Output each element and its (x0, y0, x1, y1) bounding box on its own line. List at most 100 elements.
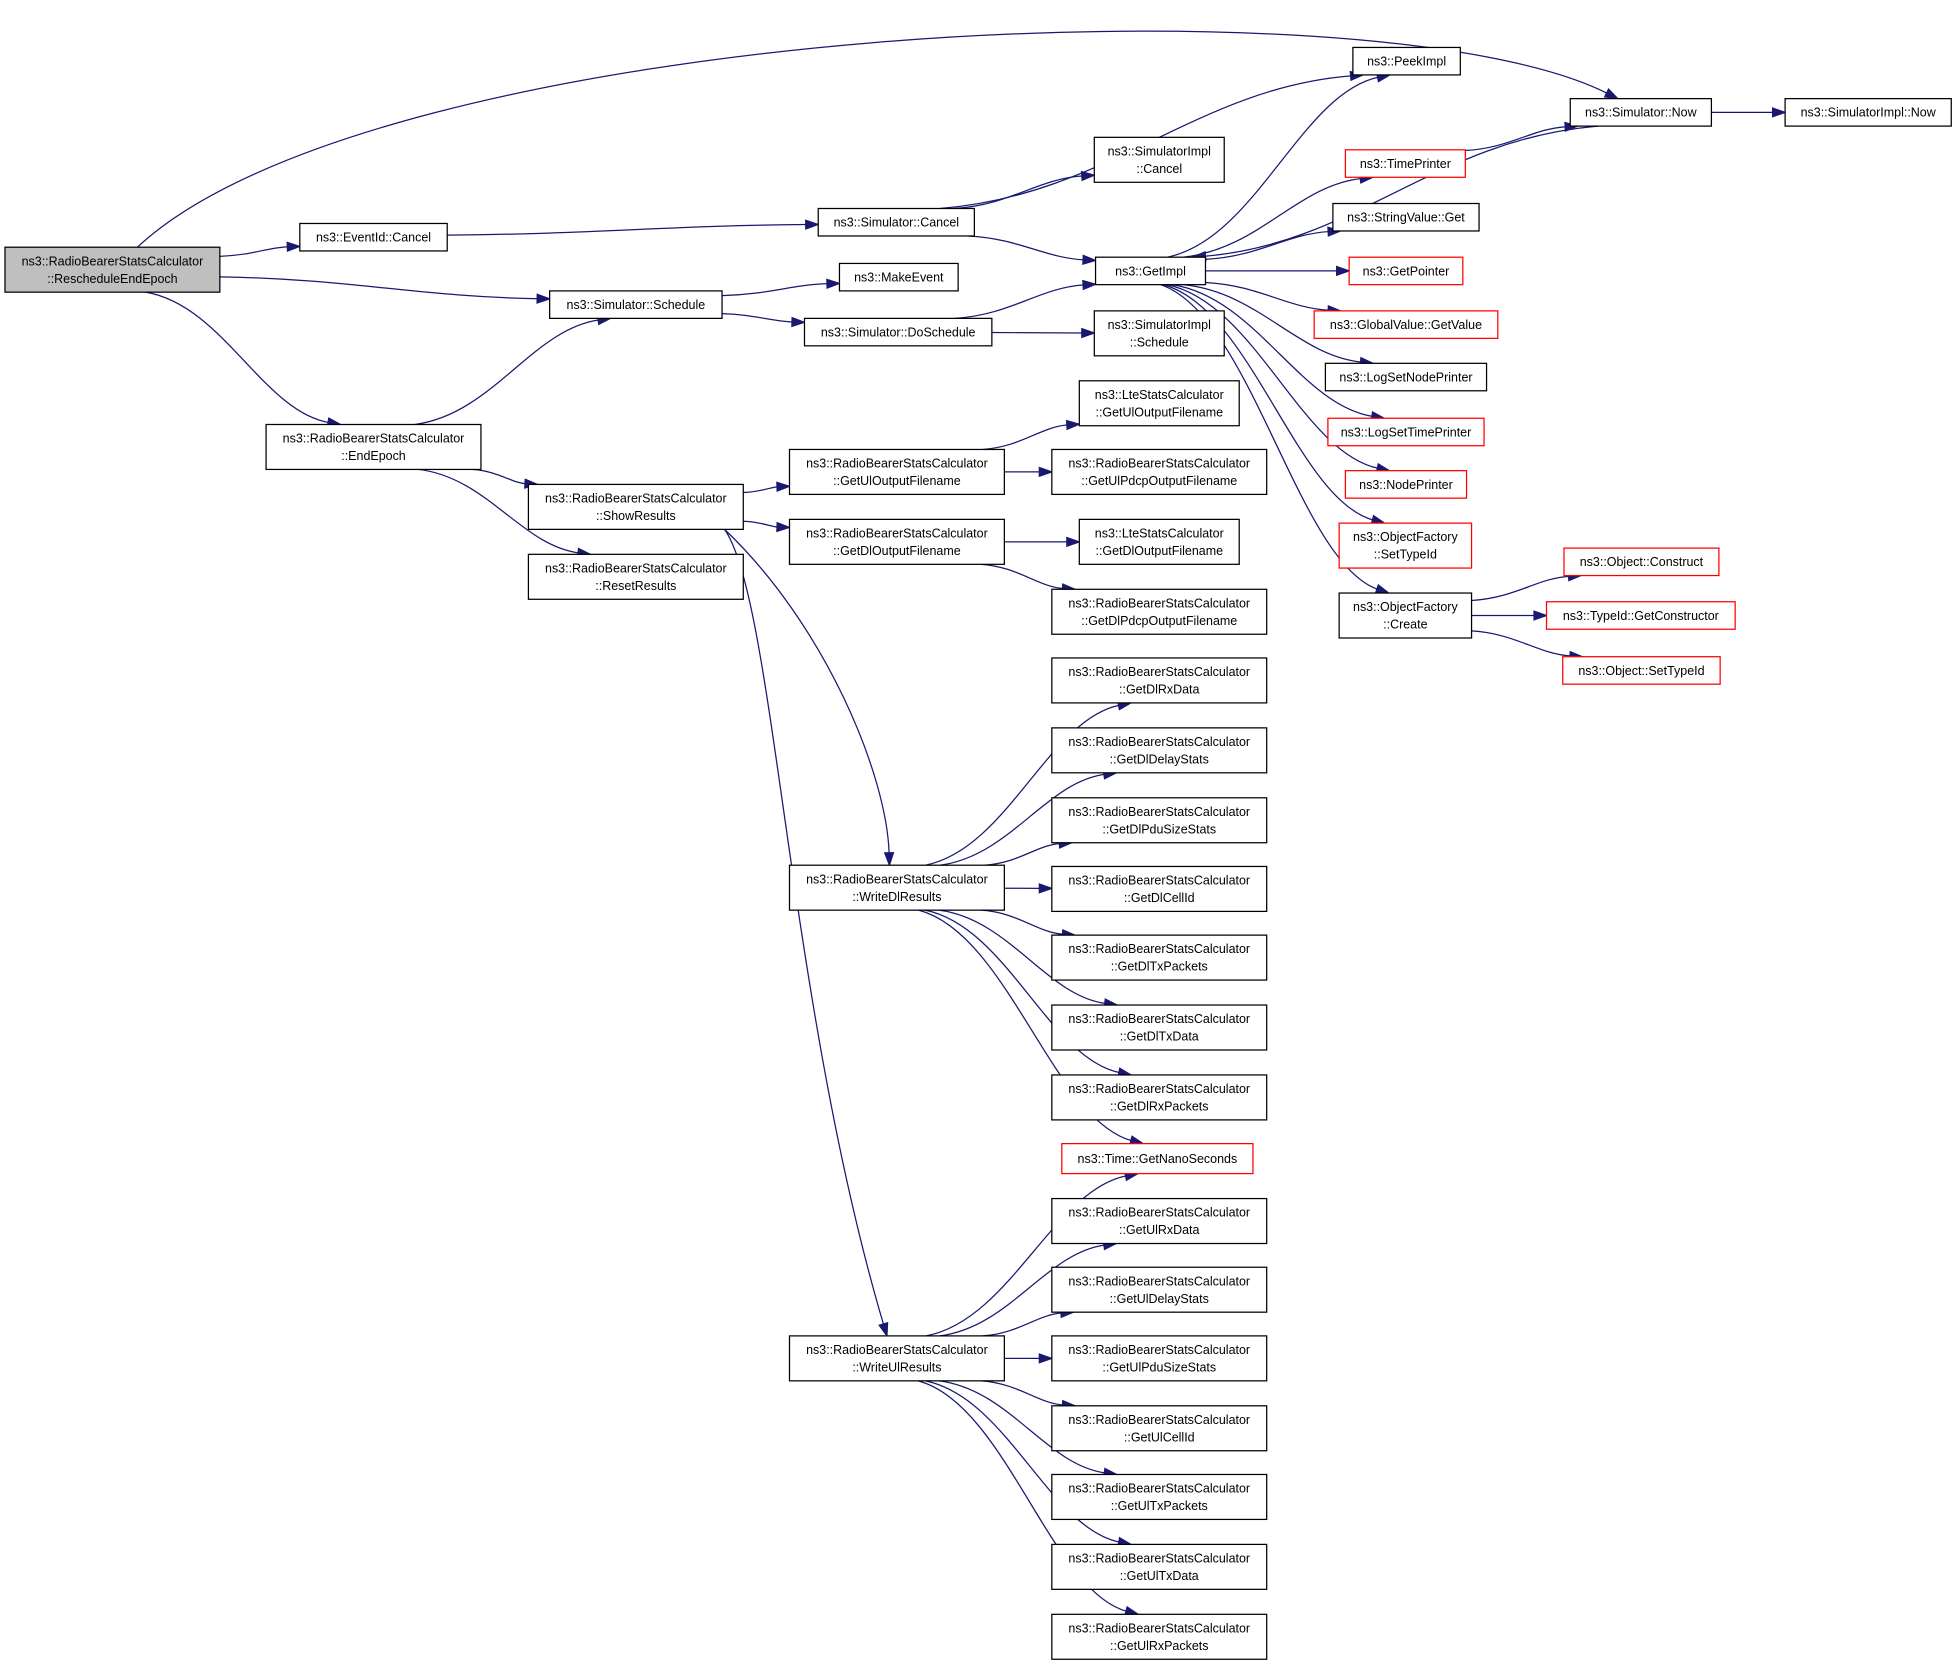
node-logsetnodeprinter[interactable]: ns3::LogSetNodePrinter (1324, 362, 1488, 392)
node-label: ns3::GetImpl (1115, 264, 1186, 278)
node-makeevent[interactable]: ns3::MakeEvent (838, 262, 959, 292)
node-dl-txpackets[interactable]: ns3::RadioBearerStatsCalculator::GetDlTx… (1051, 934, 1268, 981)
node-label: ::GetUlPduSizeStats (1102, 1360, 1216, 1374)
node-box (788, 1335, 1005, 1382)
arrowhead-icon (536, 293, 552, 304)
node-box (788, 448, 1005, 496)
edge-line (447, 223, 807, 236)
node-dl-rxdata[interactable]: ns3::RadioBearerStatsCalculator::GetDlRx… (1051, 657, 1268, 704)
node-simimpl-schedule[interactable]: ns3::SimulatorImpl::Schedule (1093, 310, 1225, 357)
node-getpointer[interactable]: ns3::GetPointer (1348, 256, 1464, 286)
node-ul-txpackets[interactable]: ns3::RadioBearerStatsCalculator::GetUlTx… (1051, 1473, 1268, 1521)
node-label: ns3::LteStatsCalculator (1095, 388, 1224, 402)
node-of-settypeid[interactable]: ns3::ObjectFactory::SetTypeId (1338, 522, 1473, 569)
node-label: ns3::RadioBearerStatsCalculator (283, 432, 465, 446)
node-label: ::GetUlTxPackets (1111, 1499, 1208, 1513)
node-resetresults[interactable]: ns3::RadioBearerStatsCalculator::ResetRe… (527, 553, 744, 600)
node-dl-txdata[interactable]: ns3::RadioBearerStatsCalculator::GetDlTx… (1051, 1004, 1268, 1051)
node-ul-rxpackets[interactable]: ns3::RadioBearerStatsCalculator::GetUlRx… (1051, 1613, 1268, 1660)
node-writedl[interactable]: ns3::RadioBearerStatsCalculator::WriteDl… (788, 864, 1005, 911)
node-nodeprinter[interactable]: ns3::NodePrinter (1344, 470, 1468, 499)
arrowhead-icon (791, 316, 807, 328)
node-box (1078, 380, 1240, 427)
node-peekimpl[interactable]: ns3::PeekImpl (1352, 46, 1461, 76)
node-sim-cancel[interactable]: ns3::Simulator::Cancel (817, 207, 976, 237)
node-dl-rxpackets[interactable]: ns3::RadioBearerStatsCalculator::GetDlRx… (1051, 1074, 1268, 1121)
edge-line (145, 291, 330, 424)
node-timeprinter[interactable]: ns3::TimePrinter (1344, 149, 1466, 178)
node-stringvalue-get[interactable]: ns3::StringValue::Get (1332, 202, 1480, 232)
node-box (1051, 934, 1268, 981)
node-box (817, 207, 976, 237)
node-label: ns3::RadioBearerStatsCalculator (545, 492, 727, 506)
node-rb-getul-out[interactable]: ns3::RadioBearerStatsCalculator::GetUlOu… (788, 448, 1005, 496)
node-box (1093, 136, 1225, 183)
node-box (1313, 310, 1499, 339)
node-lte-getul-out[interactable]: ns3::LteStatsCalculator::GetUlOutputFile… (1078, 380, 1240, 427)
node-doschedule[interactable]: ns3::Simulator::DoSchedule (803, 317, 993, 347)
node-label: ns3::ObjectFactory (1353, 530, 1458, 544)
node-typeid-getconstructor[interactable]: ns3::TypeId::GetConstructor (1545, 601, 1736, 630)
node-ul-txdata[interactable]: ns3::RadioBearerStatsCalculator::GetUlTx… (1051, 1543, 1268, 1590)
edge-writedl-to-dl-txpackets (981, 909, 1077, 940)
node-rb-getdl-pdcp[interactable]: ns3::RadioBearerStatsCalculator::GetDlPd… (1051, 588, 1268, 635)
node-box (527, 483, 744, 530)
node-of-create[interactable]: ns3::ObjectFactory::Create (1338, 592, 1473, 639)
node-label: ns3::RadioBearerStatsCalculator (1068, 942, 1250, 956)
node-label: ns3::TypeId::GetConstructor (1563, 609, 1719, 623)
node-simimpl-cancel[interactable]: ns3::SimulatorImpl::Cancel (1093, 136, 1225, 183)
edge-line (926, 1175, 1127, 1337)
node-box (1051, 727, 1268, 774)
node-box (1051, 1335, 1268, 1382)
edge-getimpl-to-getpointer (1205, 265, 1352, 277)
node-lte-getdl-out[interactable]: ns3::LteStatsCalculator::GetDlOutputFile… (1078, 518, 1240, 565)
node-writeul[interactable]: ns3::RadioBearerStatsCalculator::WriteUl… (788, 1335, 1005, 1382)
node-root[interactable]: ns3::RadioBearerStatsCalculator::Resched… (4, 246, 221, 293)
node-ul-pdusize[interactable]: ns3::RadioBearerStatsCalculator::GetUlPd… (1051, 1335, 1268, 1382)
edge-rb-getul-out-to-lte-getul-out (982, 419, 1082, 451)
edge-doschedule-to-simimpl-schedule (991, 327, 1097, 339)
node-endepoch[interactable]: ns3::RadioBearerStatsCalculator::EndEpoc… (265, 423, 482, 471)
node-label: ::GetDlOutputFilename (833, 544, 961, 558)
node-label: ns3::RadioBearerStatsCalculator (1068, 1482, 1250, 1496)
node-obj-construct[interactable]: ns3::Object::Construct (1563, 547, 1720, 577)
node-box (1051, 1405, 1268, 1452)
edge-line (1205, 230, 1330, 260)
node-dl-pdusize[interactable]: ns3::RadioBearerStatsCalculator::GetDlPd… (1051, 797, 1268, 844)
edge-sim-cancel-to-simimpl-cancel (954, 170, 1097, 210)
node-rb-getdl-out[interactable]: ns3::RadioBearerStatsCalculator::GetDlOu… (788, 518, 1005, 565)
edge-sim-cancel-to-getimpl (967, 235, 1098, 266)
edge-line (1471, 575, 1570, 602)
edge-of-create-to-obj-construct (1471, 571, 1583, 602)
node-sim-now[interactable]: ns3::Simulator::Now (1569, 98, 1713, 127)
arrowhead-icon (826, 278, 842, 289)
node-ul-delay[interactable]: ns3::RadioBearerStatsCalculator::GetUlDe… (1051, 1266, 1268, 1313)
arrowhead-icon (1065, 419, 1082, 431)
node-sim-schedule[interactable]: ns3::Simulator::Schedule (549, 290, 723, 319)
node-showresults[interactable]: ns3::RadioBearerStatsCalculator::ShowRes… (527, 483, 744, 530)
node-ul-rxdata[interactable]: ns3::RadioBearerStatsCalculator::GetUlRx… (1051, 1197, 1268, 1245)
node-label: ns3::Simulator::Now (1585, 106, 1698, 120)
node-dl-cellid[interactable]: ns3::RadioBearerStatsCalculator::GetDlCe… (1051, 865, 1268, 913)
node-label: ::GetDlCellId (1124, 891, 1195, 905)
edge-line (471, 468, 527, 485)
nodes-layer: ns3::RadioBearerStatsCalculator::Resched… (4, 46, 1952, 1660)
node-rb-getul-pdcp[interactable]: ns3::RadioBearerStatsCalculator::GetUlPd… (1051, 448, 1268, 496)
node-simimpl-now[interactable]: ns3::SimulatorImpl::Now (1784, 98, 1952, 127)
edge-sim-schedule-to-makeevent (722, 278, 842, 297)
node-label: ::GetDlRxData (1119, 683, 1199, 697)
node-ul-cellid[interactable]: ns3::RadioBearerStatsCalculator::GetUlCe… (1051, 1405, 1268, 1452)
node-dl-delay[interactable]: ns3::RadioBearerStatsCalculator::GetDlDe… (1051, 727, 1268, 774)
edge-line (917, 1380, 1128, 1613)
node-globalvalue-getvalue[interactable]: ns3::GlobalValue::GetValue (1313, 310, 1499, 339)
node-eventid-cancel[interactable]: ns3::EventId::Cancel (299, 222, 448, 252)
node-box (1051, 1074, 1268, 1121)
node-label: ns3::RadioBearerStatsCalculator (1068, 1012, 1250, 1026)
node-getimpl[interactable]: ns3::GetImpl (1094, 256, 1207, 286)
node-getnanoseconds[interactable]: ns3::Time::GetNanoSeconds (1061, 1143, 1254, 1175)
edge-rb-getdl-out-to-rb-getdl-pdcp (981, 563, 1077, 594)
node-logsettimeprinter[interactable]: ns3::LogSetTimePrinter (1327, 417, 1485, 447)
arrowhead-icon (1082, 279, 1098, 291)
node-obj-settypeid[interactable]: ns3::Object::SetTypeId (1562, 656, 1721, 685)
